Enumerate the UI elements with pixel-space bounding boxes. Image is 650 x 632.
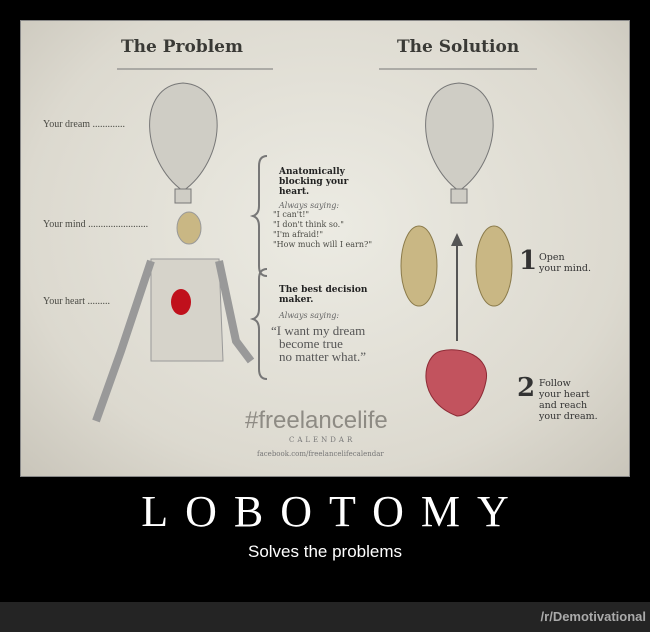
mind-quote-4: "How much will I earn?" — [273, 240, 372, 249]
step-2-line-4: your dream. — [539, 411, 598, 422]
step-2-number: 2 — [517, 373, 536, 403]
mind-quote-1: "I can't!" — [273, 210, 310, 219]
mind-quote-3: "I'm afraid!" — [273, 230, 324, 239]
mind-always: Always saying: — [279, 201, 340, 210]
brain-right-icon — [475, 225, 513, 307]
brand-hashtag: #freelancelife — [245, 407, 388, 434]
subreddit-link[interactable]: /r/Demotivational — [540, 609, 646, 624]
heart-quote-3: no matter what.” — [279, 349, 366, 364]
brand-url: facebook.com/freelancelifecalendar — [257, 450, 384, 458]
mind-quote-2: "I don't think so." — [273, 220, 344, 229]
label-heart: Your heart ......... — [43, 296, 111, 307]
divider-ornaments — [117, 68, 537, 70]
step-2-line-1: Follow — [539, 378, 571, 389]
lightbulb-icon — [149, 82, 218, 204]
infographic-image: The Problem The Solution Your dream ....… — [20, 20, 630, 477]
lightbulb-icon — [425, 82, 494, 204]
heart-quote-2: become true — [279, 336, 343, 351]
anatomical-heart-icon — [425, 349, 487, 417]
problem-heading: The Problem — [121, 37, 243, 57]
step-2-line-2: your heart — [539, 389, 590, 400]
heart-quote-1: “I want my dream — [271, 323, 366, 338]
poster-title: LOBOTOMY — [141, 487, 526, 536]
brand-calendar: CALENDAR — [289, 436, 356, 444]
solution-heading: The Solution — [397, 37, 520, 57]
anatomy-figure-icon — [92, 211, 255, 423]
heart-icon — [171, 289, 191, 315]
heart-always: Always saying: — [279, 311, 340, 320]
step-1-line-1: Open — [539, 252, 565, 263]
illustrations — [92, 82, 513, 423]
footer-bar: /r/Demotivational — [0, 602, 650, 632]
poster-subtitle: Solves the problems — [247, 542, 403, 561]
brain-left-icon — [400, 225, 438, 307]
step-1-number: 1 — [519, 246, 538, 276]
heart-title: The best decision maker. — [279, 285, 368, 305]
step-1-line-2: your mind. — [539, 263, 592, 274]
mind-title: Anatomically blocking your heart. — [279, 167, 349, 197]
label-dream: Your dream ............. — [43, 119, 126, 130]
label-mind: Your mind ........................ — [43, 219, 149, 230]
step-2-line-3: and reach — [539, 400, 588, 411]
